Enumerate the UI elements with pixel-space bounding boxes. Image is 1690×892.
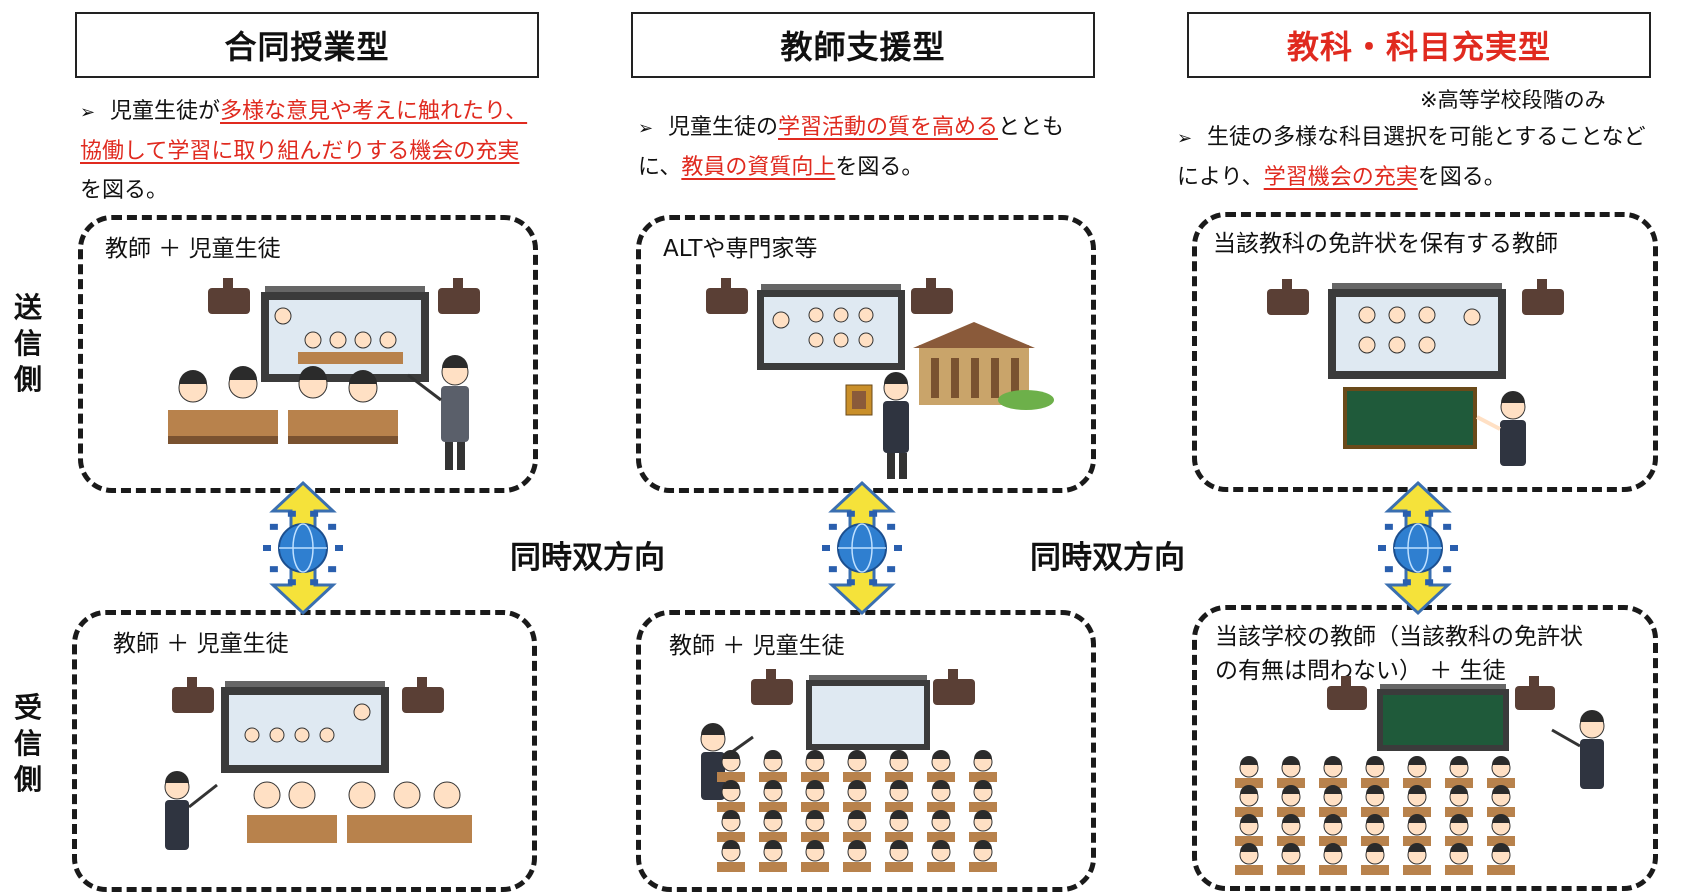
device-icon	[1425, 579, 1434, 586]
device-icon	[335, 545, 343, 551]
device-icon	[1378, 545, 1386, 551]
description-subject-enrichment: ➢生徒の多様な科目選択を可能とすることなどにより、学習機会の充実を図る。	[1177, 118, 1667, 197]
device-icon	[263, 545, 271, 551]
device-icon	[1384, 566, 1393, 573]
device-icon	[1443, 566, 1452, 573]
classroom-illustration-receiver-3	[1235, 676, 1605, 875]
sync-bidirectional-label-2: 同時双方向	[1030, 540, 1185, 576]
device-icon	[828, 566, 837, 573]
device-icon	[1443, 523, 1452, 530]
expert-illustration-sender-2	[706, 278, 1054, 479]
device-icon	[1425, 510, 1434, 517]
device-icon	[1384, 523, 1393, 530]
device-icon	[846, 510, 855, 517]
device-icon	[269, 523, 278, 530]
side-label-receiver-char-2: 側	[13, 763, 42, 796]
device-icon	[822, 545, 830, 551]
side-label-receiver: 受信側	[6, 690, 50, 798]
device-icon	[269, 566, 278, 573]
description-joint-class: ➢児童生徒が多様な意見や考えに触れたり、協働して学習に取り組んだりする機会の充実…	[80, 92, 540, 210]
side-label-sender-char-1: 信	[13, 327, 42, 360]
receiver-label: 当該学校の教師（当該教科の免許状の有無は問わない） ＋ 生徒	[1215, 624, 1583, 684]
type-title-teacher-support: 教師支援型	[631, 12, 1095, 78]
type-title-joint-class: 合同授業型	[75, 12, 539, 78]
sender-box-teacher-support: ALTや専門家等	[636, 215, 1096, 493]
teacher-illustration-sender-3	[1267, 279, 1564, 466]
sender-label: ALTや専門家等	[663, 236, 818, 262]
sender-box-subject-enrichment: 当該教科の免許状を保有する教師	[1192, 212, 1658, 492]
sender-label: 教師 ＋ 児童生徒	[105, 236, 281, 262]
device-icon	[828, 523, 837, 530]
device-icon	[310, 510, 319, 517]
classroom-illustration-receiver-2	[700, 669, 997, 872]
receiver-label: 教師 ＋ 児童生徒	[113, 631, 289, 657]
arrow-bullet-icon: ➢	[80, 102, 96, 123]
device-icon	[287, 579, 296, 586]
side-label-sender-char-2: 側	[13, 363, 42, 396]
connector-teacher-support	[822, 480, 902, 616]
connector-subject-enrichment	[1378, 480, 1458, 616]
note-high-school-only: ※高等学校段階のみ	[1420, 88, 1606, 112]
device-icon	[869, 510, 878, 517]
device-icon	[310, 579, 319, 586]
side-label-receiver-char-0: 受	[13, 691, 42, 724]
device-icon	[1402, 579, 1411, 586]
device-icon	[328, 566, 337, 573]
classroom-illustration-receiver-1	[164, 677, 472, 850]
sender-label: 当該教科の免許状を保有する教師	[1213, 231, 1558, 257]
sender-box-joint-class: 教師 ＋ 児童生徒	[78, 215, 538, 493]
device-icon	[846, 579, 855, 586]
receiver-box-teacher-support: 教師 ＋ 児童生徒	[636, 610, 1096, 892]
device-icon	[1450, 545, 1458, 551]
device-icon	[287, 510, 296, 517]
sync-bidirectional-label-1: 同時双方向	[510, 540, 665, 576]
receiver-box-joint-class: 教師 ＋ 児童生徒	[72, 610, 537, 892]
side-label-receiver-char-1: 信	[13, 727, 42, 760]
device-icon	[894, 545, 902, 551]
side-label-sender: 送信側	[6, 290, 50, 398]
device-icon	[887, 566, 896, 573]
device-icon	[869, 579, 878, 586]
device-icon	[887, 523, 896, 530]
side-label-sender-char-0: 送	[13, 291, 42, 324]
arrow-bullet-icon: ➢	[638, 118, 654, 139]
receiver-label: 教師 ＋ 児童生徒	[669, 633, 845, 659]
type-title-subject-enrichment: 教科・科目充実型	[1187, 12, 1651, 78]
device-icon	[1402, 510, 1411, 517]
classroom-illustration-sender-1	[168, 278, 480, 470]
description-teacher-support: ➢児童生徒の学習活動の質を高めるとともに、教員の資質向上を図る。	[638, 108, 1088, 187]
arrow-bullet-icon: ➢	[1177, 128, 1193, 149]
device-icon	[328, 523, 337, 530]
connector-joint-class	[263, 480, 343, 616]
receiver-box-subject-enrichment: 当該学校の教師（当該教科の免許状の有無は問わない） ＋ 生徒	[1192, 605, 1658, 891]
